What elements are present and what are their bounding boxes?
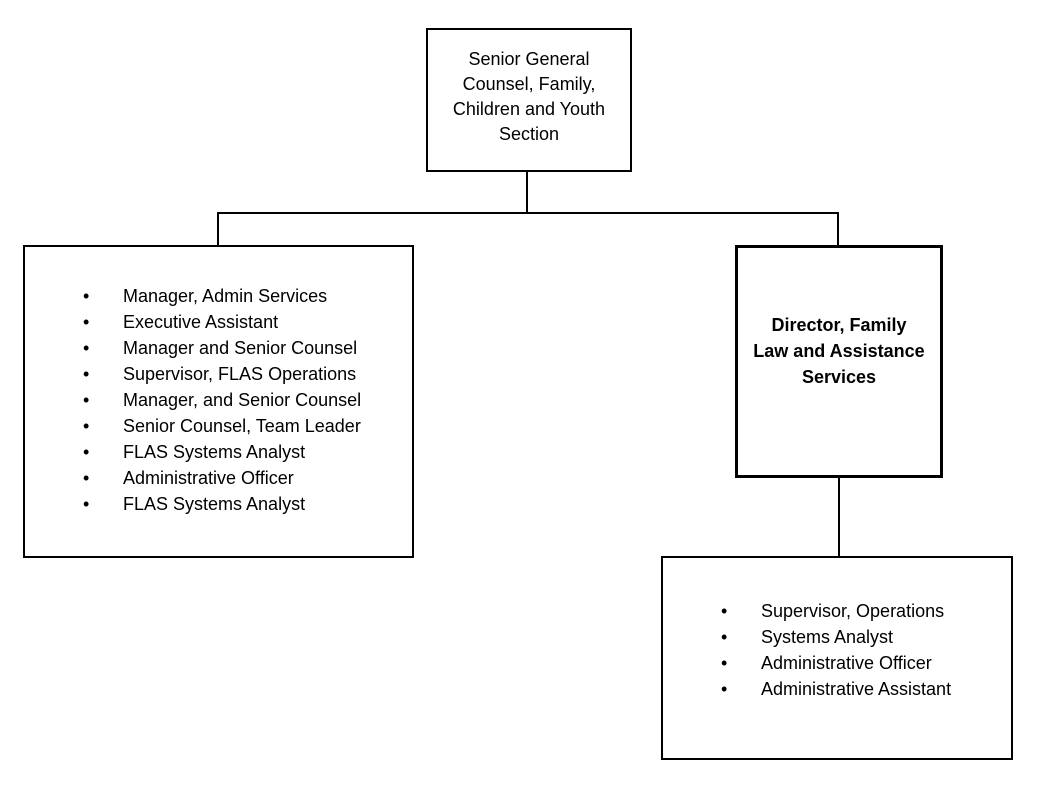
role-label: Manager, Admin Services: [123, 286, 328, 306]
role-label: Senior Counsel, Team Leader: [123, 416, 361, 436]
role-list-item: • Administrative Officer: [663, 650, 1011, 676]
bullet-icon: •: [83, 494, 90, 514]
role-label: FLAS Systems Analyst: [123, 494, 306, 514]
role-list-item: • FLAS Systems Analyst: [25, 491, 412, 517]
bullet-icon: •: [721, 653, 728, 673]
role-label: Administrative Officer: [761, 653, 932, 673]
bullet-icon: •: [721, 627, 728, 647]
role-list-item: • Senior Counsel, Team Leader: [25, 413, 412, 439]
bullet-icon: •: [83, 364, 90, 384]
role-list-item: • Supervisor, FLAS Operations: [25, 361, 412, 387]
connector-director-stem: [838, 478, 840, 556]
role-list-item: • Manager, and Senior Counsel: [25, 387, 412, 413]
bullet-icon: •: [721, 679, 728, 699]
org-box-director: Director, Family Law and Assistance Serv…: [735, 245, 943, 478]
role-list-item: • Manager, Admin Services: [25, 283, 412, 309]
bullet-icon: •: [83, 338, 90, 358]
role-label: FLAS Systems Analyst: [123, 442, 306, 462]
connector-left-stub: [217, 213, 219, 245]
role-label: Administrative Officer: [123, 468, 294, 488]
role-label: Executive Assistant: [123, 312, 279, 332]
role-list-item: • Supervisor, Operations: [663, 598, 1011, 624]
operations-role-list: • Supervisor, Operations • Systems Analy…: [663, 558, 1011, 702]
role-label: Systems Analyst: [761, 627, 894, 647]
role-list-item: • Manager and Senior Counsel: [25, 335, 412, 361]
bullet-icon: •: [83, 468, 90, 488]
role-list-item: • FLAS Systems Analyst: [25, 439, 412, 465]
role-list-item: • Administrative Assistant: [663, 676, 1011, 702]
connector-right-stub: [837, 213, 839, 245]
bullet-icon: •: [721, 601, 728, 621]
bullet-icon: •: [83, 442, 90, 462]
role-label: Manager, and Senior Counsel: [123, 390, 362, 410]
role-label: Supervisor, Operations: [761, 601, 945, 621]
org-box-director-title: Director, Family Law and Assistance Serv…: [753, 315, 925, 387]
connector-root-stem: [526, 172, 528, 213]
bullet-icon: •: [83, 312, 90, 332]
role-list-item: • Systems Analyst: [663, 624, 1011, 650]
left-team-role-list: • Manager, Admin Services • Executive As…: [25, 247, 412, 517]
role-list-item: • Administrative Officer: [25, 465, 412, 491]
connector-horizontal-rail: [217, 212, 839, 214]
bullet-icon: •: [83, 286, 90, 306]
org-box-root: Senior General Counsel, Family, Children…: [426, 28, 632, 172]
bullet-icon: •: [83, 416, 90, 436]
role-label: Manager and Senior Counsel: [123, 338, 358, 358]
bullet-icon: •: [83, 390, 90, 410]
role-list-item: • Executive Assistant: [25, 309, 412, 335]
role-label: Supervisor, FLAS Operations: [123, 364, 357, 384]
role-label: Administrative Assistant: [761, 679, 952, 699]
org-box-root-title: Senior General Counsel, Family, Children…: [452, 49, 606, 144]
org-box-operations: • Supervisor, Operations • Systems Analy…: [661, 556, 1013, 760]
org-box-left-team: • Manager, Admin Services • Executive As…: [23, 245, 414, 558]
